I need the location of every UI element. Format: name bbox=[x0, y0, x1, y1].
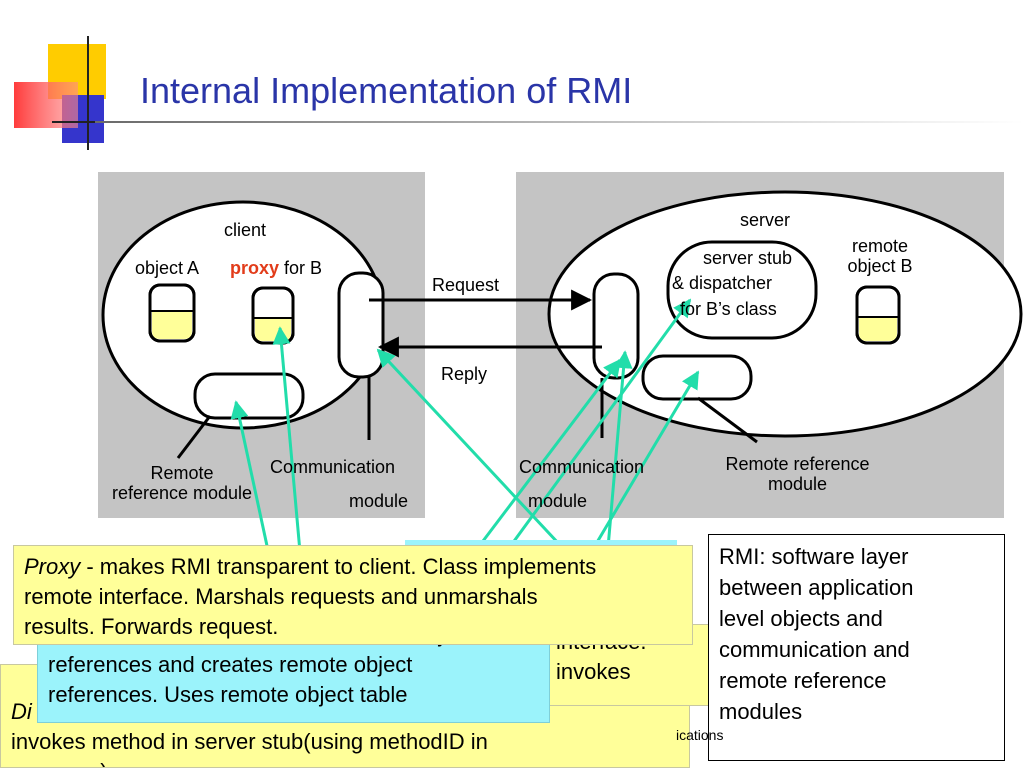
logo-red-square bbox=[14, 82, 78, 128]
reply-label: Reply bbox=[441, 364, 488, 384]
proxy-callout-line3: results. Forwards request. bbox=[24, 614, 279, 639]
server-remote-ref-shape bbox=[641, 354, 753, 401]
server-stub-shape bbox=[666, 240, 818, 340]
remote-object-b-line1: remote bbox=[851, 236, 909, 256]
server-stub-label-1: server stub bbox=[703, 248, 793, 268]
request-label: Request bbox=[432, 275, 500, 295]
client-remote-ref-line2: reference module bbox=[111, 482, 253, 503]
remote-object-b-line2: object B bbox=[847, 255, 913, 276]
pointer-server-comm bbox=[478, 358, 622, 546]
client-comm-label-1: Communication bbox=[270, 457, 396, 477]
proxy-callout-term: Proxy bbox=[24, 554, 81, 579]
rmi-line1: RMI: software layer bbox=[719, 544, 909, 569]
client-remote-ref-label: Remote reference module bbox=[98, 463, 266, 504]
server-remote-ref-line1: Remote reference bbox=[725, 454, 870, 474]
proxy-callout-line2: remote interface. Marshals requests and … bbox=[24, 584, 538, 609]
rmi-line4: communication and bbox=[719, 637, 910, 662]
rmi-line6: modules bbox=[719, 699, 803, 724]
server-comm-module-shape bbox=[592, 272, 640, 380]
rmi-definition-box: RMI: software layer between application … bbox=[708, 534, 1005, 761]
proxy-callout-line1: - makes RMI transparent to client. Class… bbox=[80, 554, 597, 579]
proxy-callout: Proxy - makes RMI transparent to client.… bbox=[13, 545, 693, 645]
client-remote-ref-line1: Remote bbox=[150, 463, 214, 483]
dispatcher-line2: invokes method in server stub(using meth… bbox=[11, 729, 488, 754]
server-comm-label-1: Communication bbox=[519, 457, 645, 477]
client-label: client bbox=[224, 220, 267, 240]
server-stub-label-2: & dispatcher bbox=[672, 273, 773, 293]
server-remote-ref-line2: module bbox=[767, 473, 828, 494]
remote-object-b-label: remote object B bbox=[830, 236, 930, 277]
server-remote-ref-label: Remote reference module bbox=[700, 454, 895, 495]
title-underline bbox=[95, 121, 1024, 123]
server-stub-label-3: for B’s class bbox=[680, 299, 777, 319]
rmi-line5: remote reference bbox=[719, 668, 887, 693]
server-comm-label-2: module bbox=[528, 491, 588, 511]
proxy-word: proxy bbox=[230, 258, 280, 278]
proxy-for-text: for B bbox=[279, 258, 323, 278]
rmi-line3: level objects and bbox=[719, 606, 883, 631]
comm2-line2: invokes bbox=[556, 659, 631, 684]
dispatcher-line3: message). bbox=[11, 757, 679, 767]
remote-ref-callout-line3: references. Uses remote object table bbox=[48, 682, 408, 707]
pointer-proxy bbox=[272, 326, 302, 553]
logo-blocks bbox=[14, 36, 140, 150]
server-label: server bbox=[740, 210, 791, 230]
dispatcher-term: Di bbox=[11, 699, 32, 724]
proxy-label: proxy for B bbox=[230, 258, 323, 279]
client-remote-ref-shape bbox=[193, 372, 305, 420]
client-comm-module-shape bbox=[337, 271, 385, 379]
remote-ref-callout-line2: references and creates remote object bbox=[48, 652, 413, 677]
footer-text: ications bbox=[676, 727, 724, 743]
client-comm-label-2: module bbox=[349, 491, 409, 511]
rmi-line2: between application bbox=[719, 575, 914, 600]
pointer-client-comm bbox=[376, 348, 562, 547]
object-a-label: object A bbox=[135, 258, 200, 278]
slide-title: Internal Implementation of RMI bbox=[140, 70, 633, 111]
